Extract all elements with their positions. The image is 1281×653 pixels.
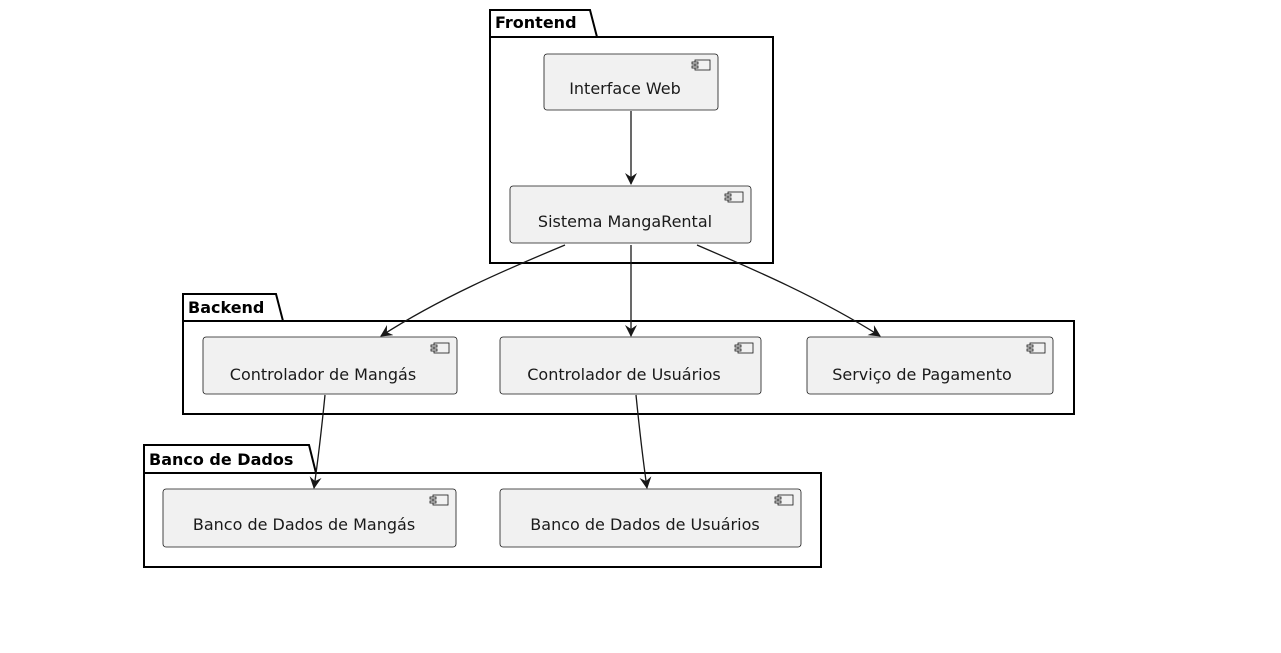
component-icon xyxy=(734,342,754,354)
package-frontend: Frontend xyxy=(489,9,774,264)
package-frontend-label: Frontend xyxy=(495,13,577,32)
component-label: Controlador de Usuários xyxy=(527,365,720,384)
component-label: Interface Web xyxy=(569,79,681,98)
component-icon xyxy=(774,494,794,506)
component-icon xyxy=(691,59,711,71)
component-sistema-mangarental: Sistema MangaRental xyxy=(509,185,752,244)
component-icon xyxy=(430,342,450,354)
component-label: Sistema MangaRental xyxy=(538,212,712,231)
component-icon xyxy=(1026,342,1046,354)
edge-controlador-usuarios-to-banco-usuarios xyxy=(635,394,652,489)
edge-system-to-controlador-mangas xyxy=(380,244,566,337)
component-label: Banco de Dados de Mangás xyxy=(193,515,415,534)
package-database: Banco de Dados xyxy=(143,444,822,568)
edge-system-to-servico-pagamento xyxy=(696,244,881,337)
component-label: Serviço de Pagamento xyxy=(832,365,1012,384)
package-backend: Backend xyxy=(182,293,1075,415)
component-label: Controlador de Mangás xyxy=(230,365,416,384)
component-controlador-usuarios: Controlador de Usuários xyxy=(499,336,762,395)
package-backend-label: Backend xyxy=(188,298,264,317)
component-banco-dados-mangas: Banco de Dados de Mangás xyxy=(162,488,457,548)
component-interface-web: Interface Web xyxy=(543,53,719,111)
component-label: Banco de Dados de Usuários xyxy=(530,515,759,534)
component-controlador-mangas: Controlador de Mangás xyxy=(202,336,458,395)
component-icon xyxy=(724,191,744,203)
component-servico-pagamento: Serviço de Pagamento xyxy=(806,336,1054,395)
component-icon xyxy=(429,494,449,506)
package-database-label: Banco de Dados xyxy=(149,450,293,469)
edges xyxy=(309,111,881,489)
component-banco-dados-usuarios: Banco de Dados de Usuários xyxy=(499,488,802,548)
edge-controlador-mangas-to-banco-mangas xyxy=(309,394,326,489)
